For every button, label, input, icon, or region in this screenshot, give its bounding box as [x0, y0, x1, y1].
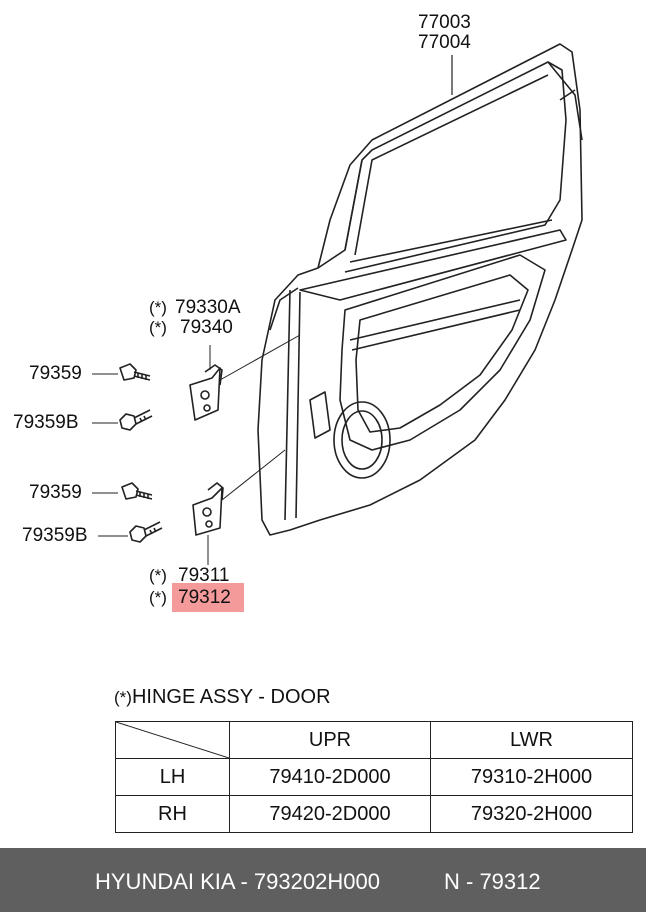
upper-hinge	[189, 367, 221, 421]
asterisk-mark: (*)	[149, 566, 167, 585]
upper-bolt	[119, 363, 151, 381]
door-outer-frame	[257, 43, 583, 536]
asterisk-mark: (*)	[149, 588, 167, 607]
table-header-row: UPR LWR	[115, 721, 633, 759]
lower-bolt	[121, 482, 153, 500]
table-row: RH 79420-2D000 79320-2H000	[115, 795, 633, 833]
row-upr-part: 79420-2D000	[229, 795, 431, 833]
label-79359-upper: 79359	[29, 363, 82, 384]
header-upr: UPR	[229, 721, 431, 759]
footer-brand-part: HYUNDAI KIA - 793202H000	[95, 869, 380, 894]
table-caption: (*)HINGE ASSY - DOOR	[114, 686, 331, 709]
asterisk-mark: (*)	[149, 318, 167, 337]
label-79359b-upper: 79359B	[13, 412, 79, 433]
label-79340: 79340	[180, 317, 233, 338]
label-79311: 79311	[178, 565, 230, 586]
label-79312: 79312	[178, 587, 231, 608]
label-79330a: 79330A	[175, 297, 241, 318]
label-79359-lower: 79359	[29, 482, 82, 503]
label-79359b-lower: 79359B	[22, 525, 88, 546]
upper-bolt-b	[119, 409, 153, 431]
row-side: LH	[115, 758, 230, 796]
caption-mark: (*)	[114, 688, 132, 707]
table-row: LH 79410-2D000 79310-2H000	[115, 758, 633, 796]
row-lwr-part: 79320-2H000	[430, 795, 633, 833]
inner-panel-opening	[339, 254, 546, 451]
row-side: RH	[115, 795, 230, 833]
speaker-hole	[333, 401, 391, 479]
footer-bar: HYUNDAI KIA - 793202H000 N - 79312	[0, 848, 646, 912]
caption-text: HINGE ASSY - DOOR	[131, 686, 331, 708]
row-lwr-part: 79310-2H000	[430, 758, 633, 796]
label-77004: 77004	[418, 32, 471, 53]
lower-hinge	[192, 487, 223, 536]
header-empty-cell	[115, 721, 230, 759]
footer-ref: N - 79312	[444, 869, 541, 894]
diagonal-divider	[116, 722, 229, 758]
asterisk-mark: (*)	[149, 298, 167, 317]
hinge-part-table: UPR LWR LH 79410-2D000 79310-2H000 RH 79…	[115, 721, 633, 833]
door-hinge-diagram	[92, 43, 583, 565]
header-lwr: LWR	[430, 721, 633, 759]
highlight-79312	[172, 583, 244, 612]
lower-bolt-b	[129, 521, 163, 543]
label-77003: 77003	[418, 12, 471, 33]
row-upr-part: 79410-2D000	[229, 758, 431, 796]
window-frame	[317, 61, 567, 273]
